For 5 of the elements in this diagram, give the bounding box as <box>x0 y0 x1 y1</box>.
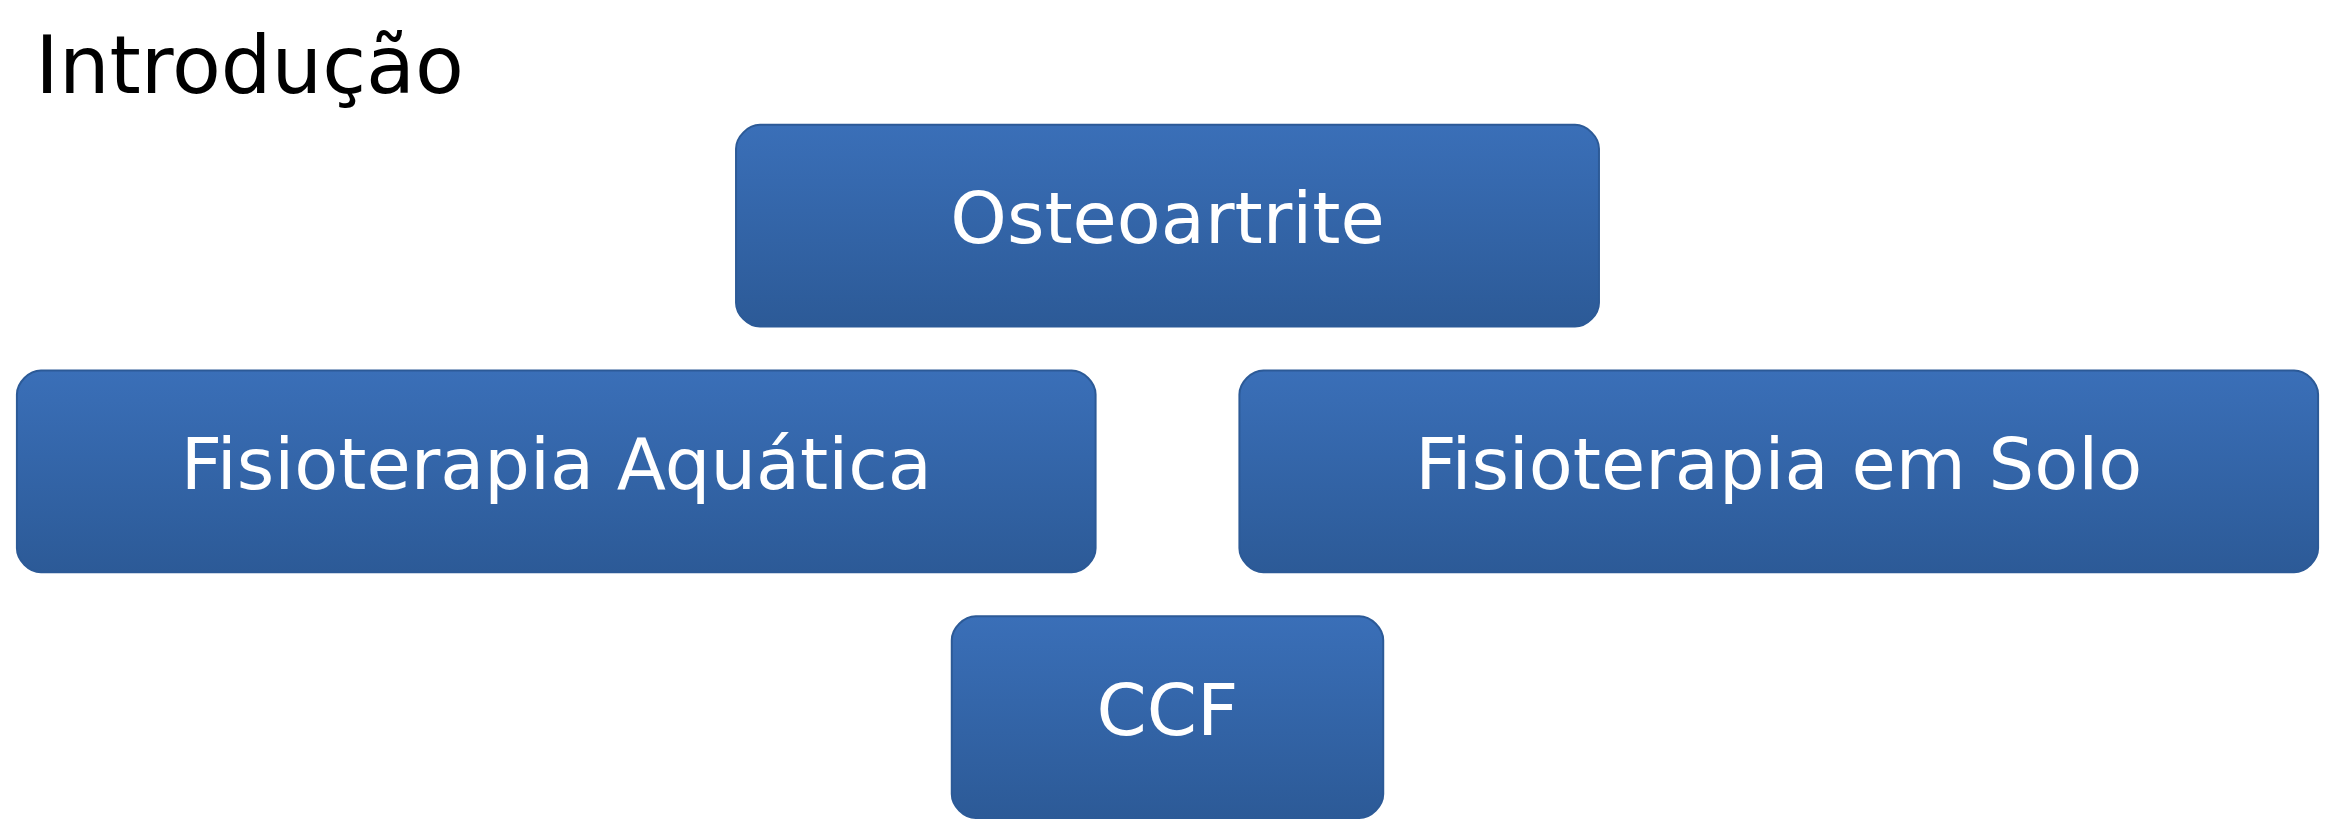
node-box: Fisioterapia Aquática <box>15 369 1097 574</box>
diagram-title: Introdução <box>35 18 464 112</box>
node-box: Fisioterapia em Solo <box>1238 369 2320 574</box>
node-box: CCF <box>950 615 1385 819</box>
node-box: Osteoartrite <box>735 123 1600 328</box>
